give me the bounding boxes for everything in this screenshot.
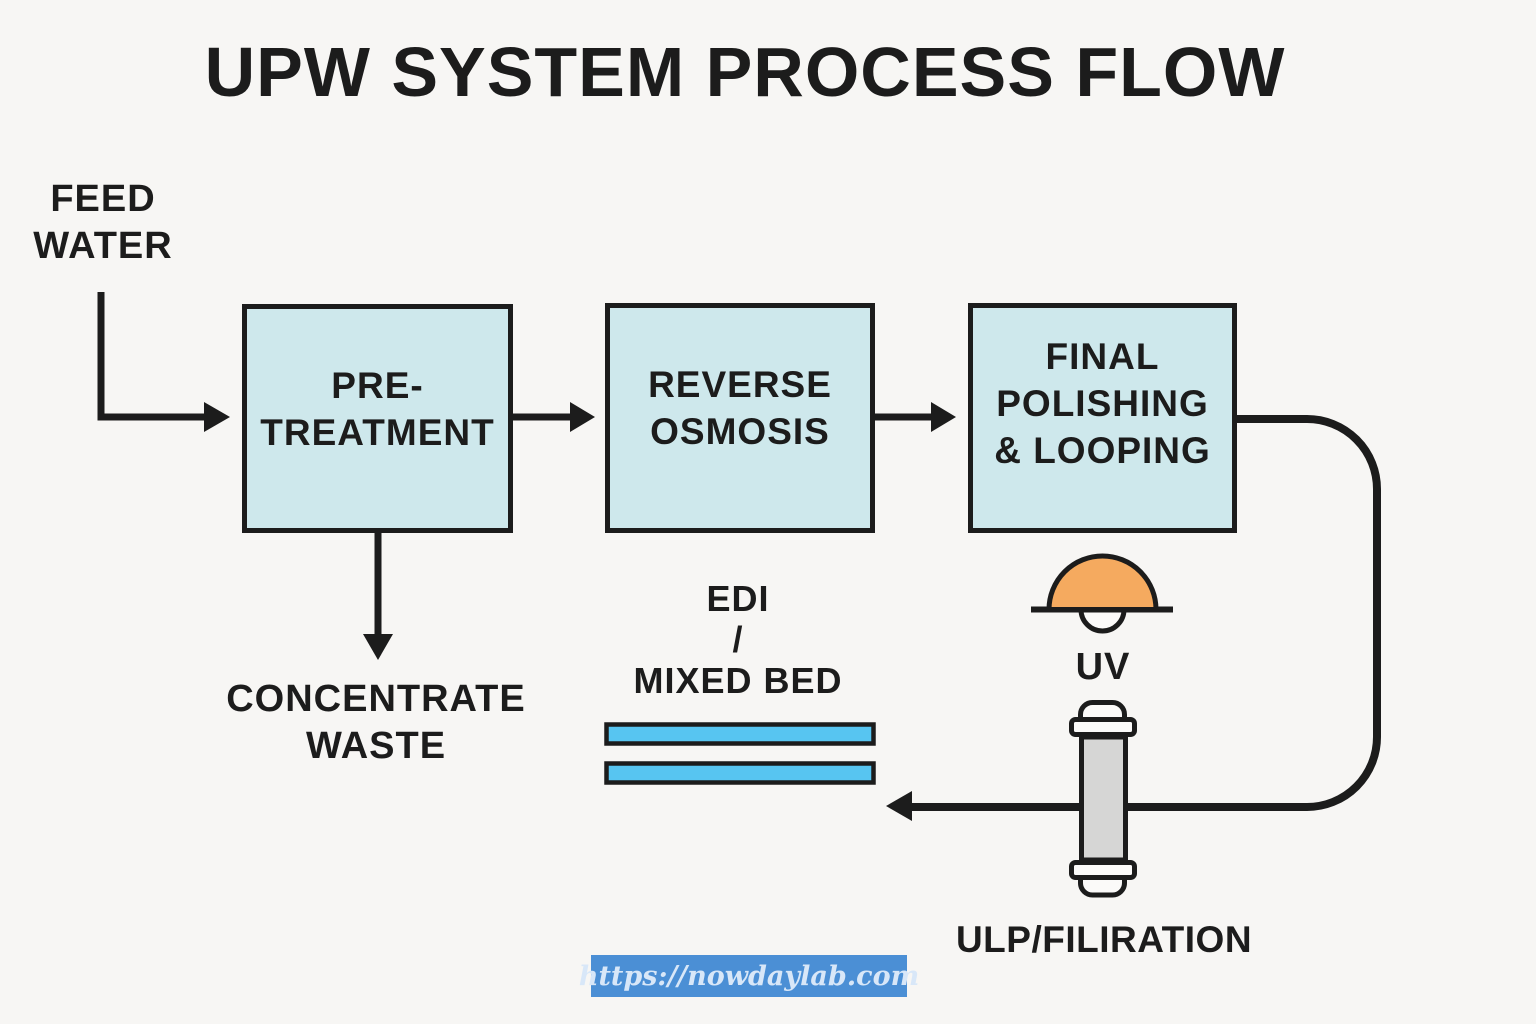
watermark-url: https://nowdaylab.com [579,955,919,997]
feed-water-arrow [97,292,230,432]
pretreatment-to-ro-arrow [513,402,595,432]
filter-cartridge-icon [1069,700,1137,898]
pretreatment-line1: PRE- [331,364,424,406]
final-polishing-label: FINAL POLISHING & LOOPING [994,333,1211,474]
ro-to-final-arrow [875,402,956,432]
process-box-pretreatment: PRE- TREATMENT [242,304,513,533]
concentrate-waste-label: CONCENTRATE WASTE [176,676,576,770]
edi-mixed-bed-label: EDI / MIXED BED [588,578,888,701]
feed-water-line2: WATER [33,225,173,267]
concentrate-waste-line1: CONCENTRATE [226,678,526,720]
pretreatment-label: PRE- TREATMENT [260,362,494,456]
process-box-final-polishing: FINAL POLISHING & LOOPING [968,303,1237,533]
edi-line2: / [732,619,744,660]
reverse-osmosis-line2: OSMOSIS [650,411,830,452]
process-box-reverse-osmosis: REVERSE OSMOSIS [605,303,875,533]
final-polishing-line1: FINAL [1045,335,1160,377]
uv-lamp-icon [1031,553,1173,634]
final-polishing-line2: POLISHING [996,382,1209,424]
concentrate-waste-arrow [363,533,393,660]
page-title: UPW SYSTEM PROCESS FLOW [204,33,1286,111]
reverse-osmosis-label: REVERSE OSMOSIS [648,361,832,455]
pretreatment-line2: TREATMENT [260,411,495,453]
membrane-bars-icon [604,722,876,785]
feed-water-label: FEED WATER [10,176,196,270]
edi-line3: MIXED BED [633,660,843,701]
edi-line1: EDI [706,578,770,619]
feed-water-line1: FEED [50,178,156,220]
recirculation-loop-arrow [886,415,1381,821]
final-polishing-line3: & LOOPING [994,429,1211,471]
uv-label: UV [1075,646,1131,688]
concentrate-waste-line2: WASTE [305,725,447,767]
ulp-filtration-label: ULP/FILIRATION [955,919,1253,960]
reverse-osmosis-line1: REVERSE [648,364,832,405]
